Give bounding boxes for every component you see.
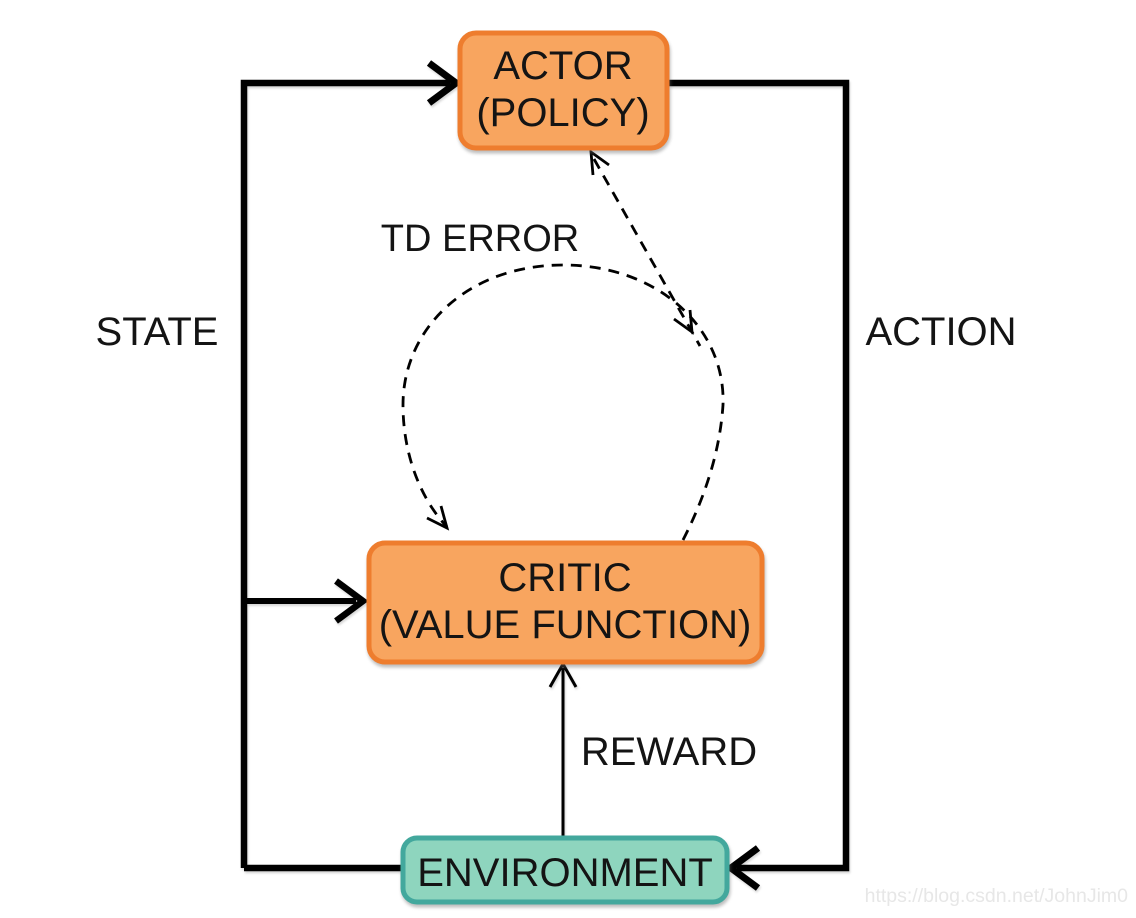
critic-label-line1: CRITIC: [498, 556, 631, 600]
td-error-loop: [401, 158, 725, 541]
state-label: STATE: [96, 310, 219, 354]
environment-label: ENVIRONMENT: [417, 851, 713, 895]
action-label: ACTION: [865, 310, 1016, 354]
reward-label: REWARD: [581, 730, 757, 774]
actor-box: [457, 30, 670, 151]
environment-node: ENVIRONMENT: [400, 835, 730, 905]
watermark-text: https://blog.csdn.net/JohnJim0: [865, 885, 1129, 907]
solid-flow-lines: [240, 60, 850, 891]
actor-label-line2: (POLICY): [476, 91, 649, 135]
environment-box: [400, 835, 730, 905]
action-line: [669, 79, 850, 872]
td-error-to-actor-line: [592, 158, 702, 347]
td-error-label: TD ERROR: [381, 218, 579, 260]
critic-box: [366, 540, 765, 665]
arrowhead-state-to-actor: [426, 60, 462, 106]
actor-label-line1: ACTOR: [493, 44, 632, 88]
td-error-arrowheads: [426, 149, 694, 531]
diagram-nodes: ACTOR (POLICY) CRITIC (VALUE FUNCTION) E…: [366, 30, 765, 905]
td-error-circle: [401, 263, 725, 541]
arrowhead-td-error-to-actor: [589, 149, 610, 176]
critic-node: CRITIC (VALUE FUNCTION): [366, 540, 765, 665]
state-line: [240, 79, 450, 868]
critic-label-line2: (VALUE FUNCTION): [379, 603, 752, 647]
arrowhead-td-error-to-critic: [426, 505, 450, 531]
arrowhead-state-to-critic: [334, 578, 369, 624]
arrowhead-td-error-junction: [673, 309, 694, 335]
arrowhead-action-to-environment: [725, 845, 761, 891]
actor-node: ACTOR (POLICY): [457, 30, 670, 151]
